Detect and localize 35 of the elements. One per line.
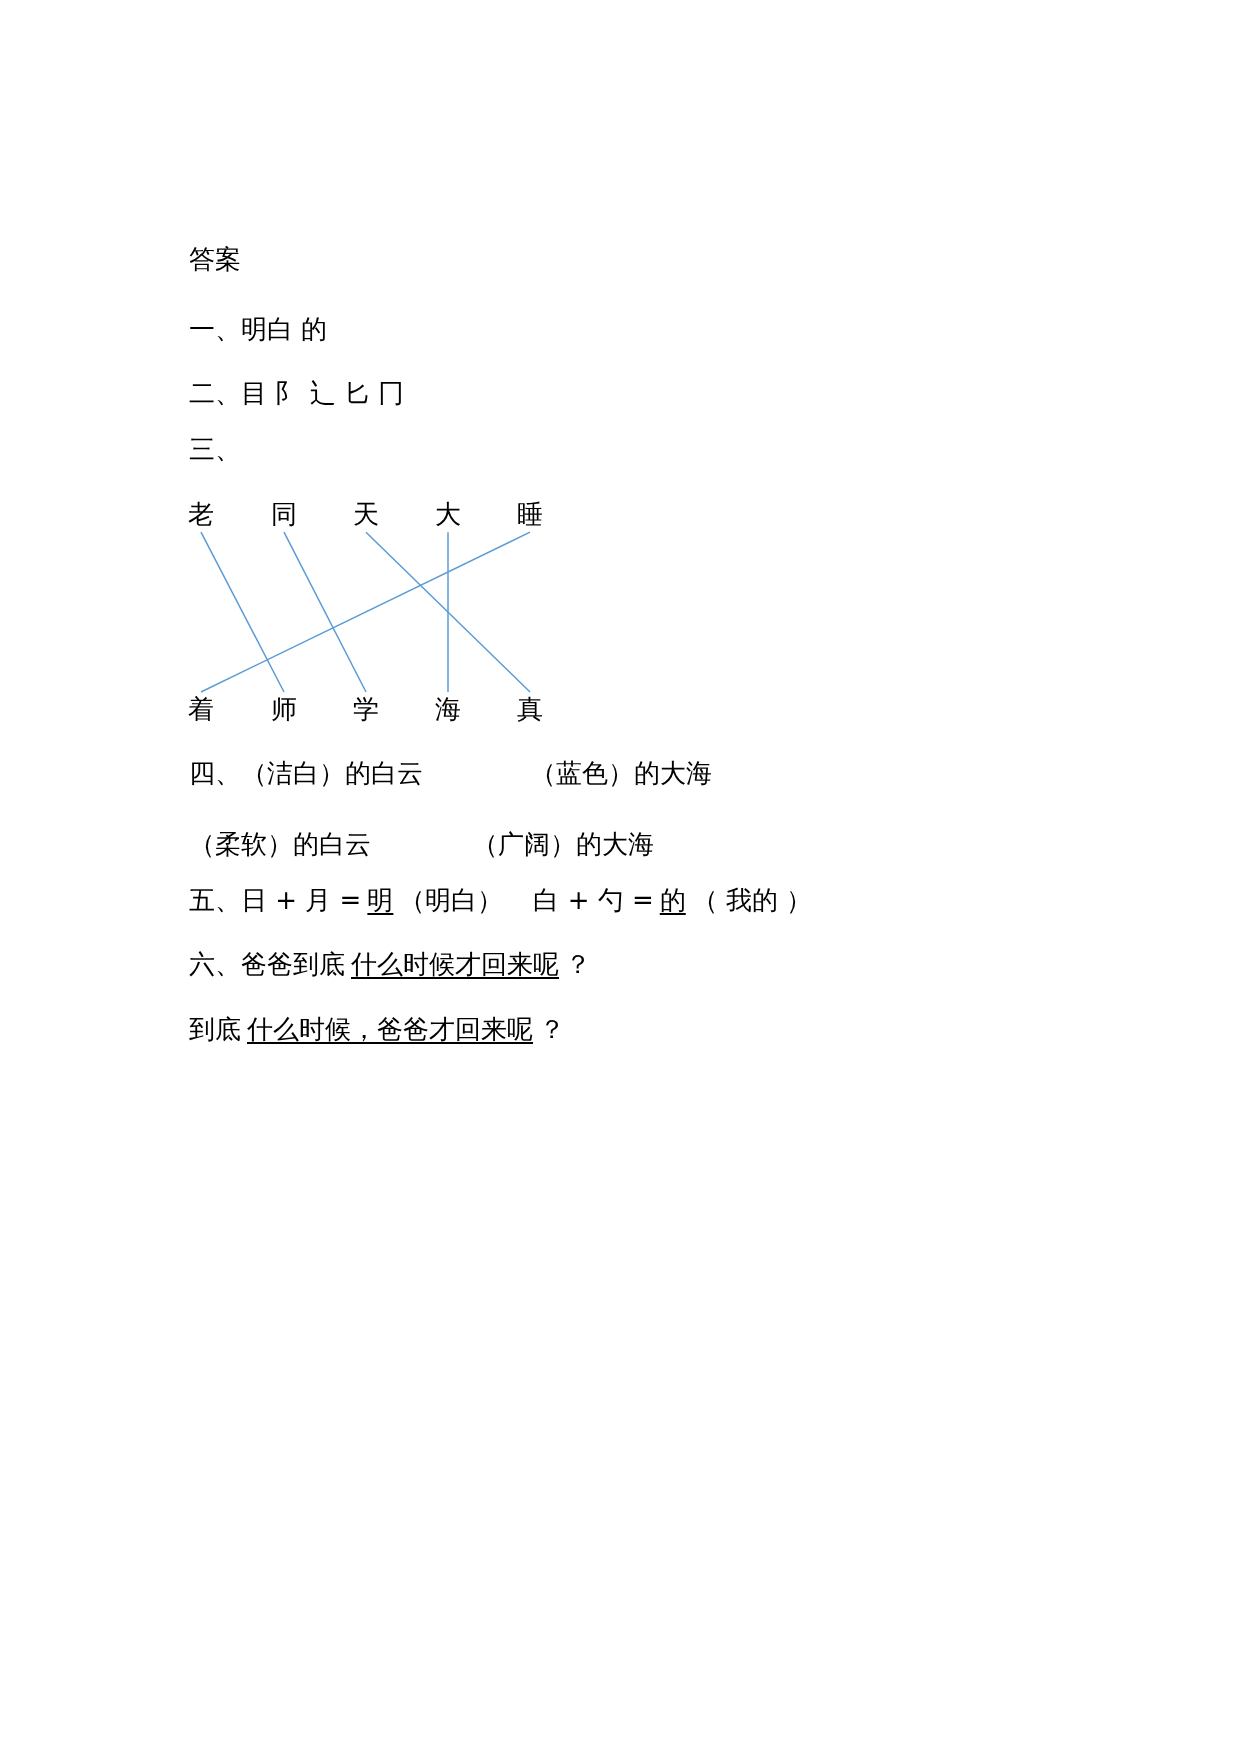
text-label: 六、爸爸到底 xyxy=(189,949,345,981)
answer-text: 什么时候，爸爸才回来呢 xyxy=(246,1014,534,1046)
text-label: ？ xyxy=(565,949,591,981)
character: 学 xyxy=(353,694,379,726)
matching-line xyxy=(200,531,531,693)
answer-text: 什么时候才回来呢 xyxy=(350,949,560,981)
text-label: 三、 xyxy=(189,434,241,466)
text-label: （广阔）的大海 xyxy=(472,829,654,861)
character: 海 xyxy=(435,694,461,726)
character: 大 xyxy=(435,499,461,531)
matching-line xyxy=(365,531,531,693)
heading: 答案 xyxy=(189,244,241,276)
text-label: （柔软）的白云 xyxy=(189,829,371,861)
text-label: （明白） xyxy=(399,885,504,917)
matching-line xyxy=(200,531,285,693)
matching-line xyxy=(447,531,449,693)
text-label: （蓝色）的大海 xyxy=(530,758,712,790)
character: 睡 xyxy=(517,499,543,531)
character: 真 xyxy=(517,694,543,726)
character: 同 xyxy=(271,499,297,531)
text-label: 二、目 阝 辶 匕 冂 xyxy=(189,378,405,410)
text-label: 四、（洁白）的白云 xyxy=(189,758,423,790)
text-label: 一、明白 的 xyxy=(189,314,328,346)
character: 天 xyxy=(353,499,379,531)
text-label: ？ xyxy=(539,1014,565,1046)
text-label: 到底 xyxy=(189,1014,241,1046)
answer-text: 的 xyxy=(658,885,687,917)
character: 师 xyxy=(271,694,297,726)
character: 着 xyxy=(188,694,214,726)
matching-line xyxy=(283,531,367,693)
text-label: 五、日 + 月 = xyxy=(189,885,362,917)
answer-text: 明 xyxy=(366,885,395,917)
text-label: 白 + 勺 = xyxy=(533,885,654,917)
character: 老 xyxy=(188,499,214,531)
text-label: （ 我的 ） xyxy=(691,885,813,917)
